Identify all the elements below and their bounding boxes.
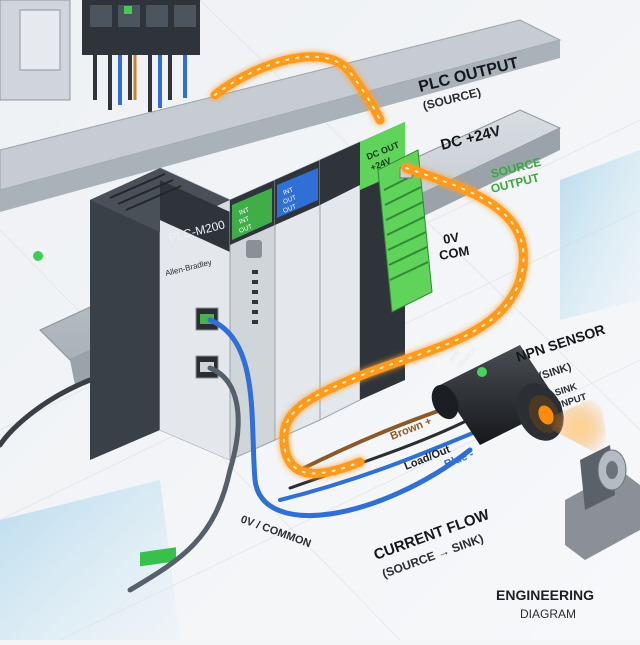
blue-panel-bottom-left	[0, 480, 180, 640]
plc-rack	[90, 122, 433, 461]
engineering-title: ENGINEERING	[496, 587, 594, 603]
wiring	[0, 317, 482, 593]
engineering-subtitle: DIAGRAM	[520, 607, 576, 621]
npn-sensor	[431, 345, 564, 445]
sensor-blue-wire	[278, 428, 482, 502]
current-flow-path	[210, 52, 528, 478]
green-terminal-block	[377, 149, 433, 313]
io-label-2: INT	[238, 215, 250, 225]
led-indicator-icon	[33, 251, 43, 261]
background-cabinet	[0, 0, 200, 112]
black-wire	[0, 377, 93, 448]
io2-label-2: OUT	[282, 194, 297, 206]
sensor-black-wire	[288, 414, 478, 490]
zero-v-label-1: 0V	[442, 229, 461, 247]
io-label-3: OUT	[238, 223, 253, 235]
ethernet-cable-blue	[207, 317, 473, 518]
io2-label-3: OUT	[282, 203, 297, 215]
io2-label-1: INT	[282, 186, 294, 196]
ethernet-cable-gray	[127, 365, 241, 593]
zero-v-label-2: COM	[438, 243, 470, 263]
io-label-1: INT	[238, 206, 250, 216]
green-accent-bottom	[140, 547, 176, 567]
target-object	[565, 445, 640, 560]
sensor-beam	[548, 395, 610, 460]
blue-panel-right	[560, 150, 640, 320]
